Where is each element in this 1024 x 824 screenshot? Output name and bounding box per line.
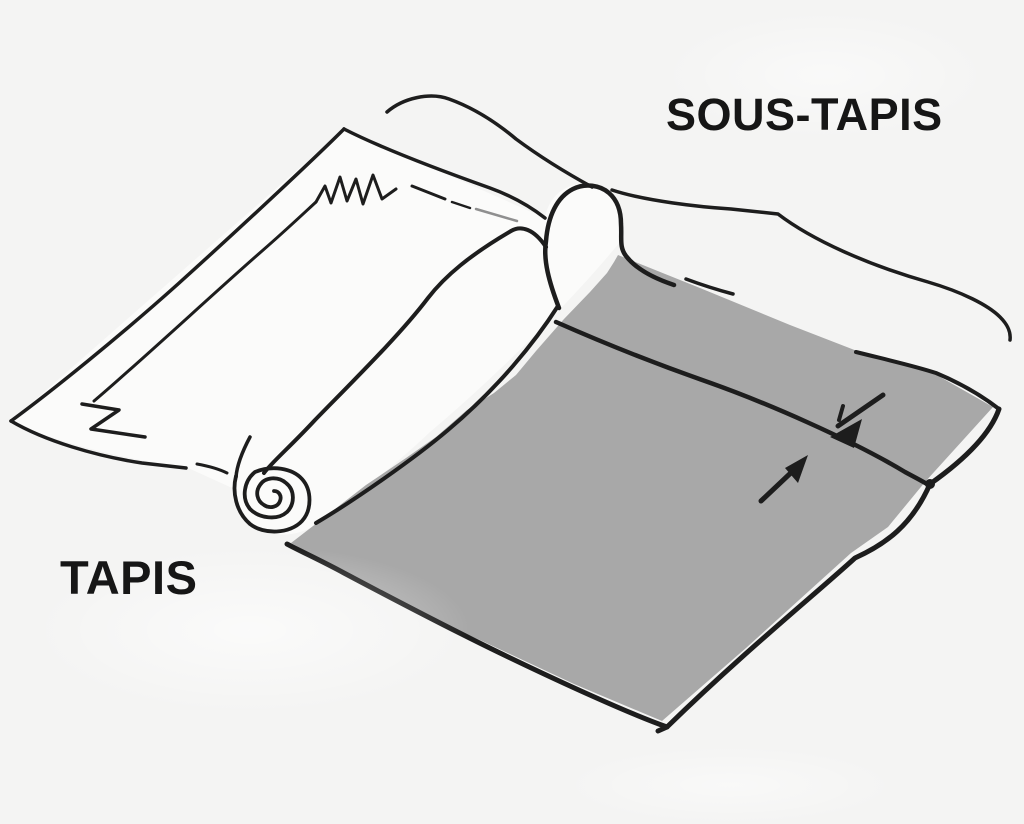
carpet-label: TAPIS	[60, 551, 198, 604]
pencil-faint-line	[474, 207, 519, 223]
carpet-inner-edge	[92, 200, 318, 403]
underlay-top-right-edge	[854, 350, 1001, 411]
down-arrow-shaft	[835, 392, 886, 429]
carpet-inner-zigzag	[314, 173, 398, 206]
roll-right-edge	[314, 304, 560, 525]
down-arrow-tick	[837, 404, 845, 422]
carpet-bottom-edge	[9, 419, 188, 470]
up-arrow-head	[785, 455, 808, 483]
carpet-white-surface	[11, 129, 622, 535]
underlay-top-curve-left	[385, 94, 594, 189]
underlay-top-curve-right	[610, 188, 1012, 342]
ink-strokes	[9, 94, 1012, 734]
seam-junction-dot	[925, 479, 935, 489]
seam-line	[553, 319, 933, 489]
carpet-outer-edge	[9, 127, 346, 423]
pencil-faint-marks	[474, 207, 519, 223]
corner-z-mark	[80, 402, 147, 439]
carpet-inner-dash-1	[410, 184, 447, 201]
ink-fills	[785, 419, 935, 489]
roll-cap	[543, 183, 677, 311]
carpet-bottom-edge-dash	[195, 462, 229, 475]
roll-spiral	[232, 466, 312, 534]
carpet-inner-dash-2	[450, 200, 472, 210]
roll-wrap-stroke	[234, 435, 252, 479]
roll-left-edge	[262, 226, 548, 475]
carpet-top-edge	[342, 127, 547, 220]
underlay-top-edge-dash	[684, 277, 735, 296]
underlay-right-edge	[655, 406, 1002, 734]
down-arrow-head	[830, 419, 862, 448]
underlay-label: SOUS-TAPIS	[666, 89, 943, 140]
